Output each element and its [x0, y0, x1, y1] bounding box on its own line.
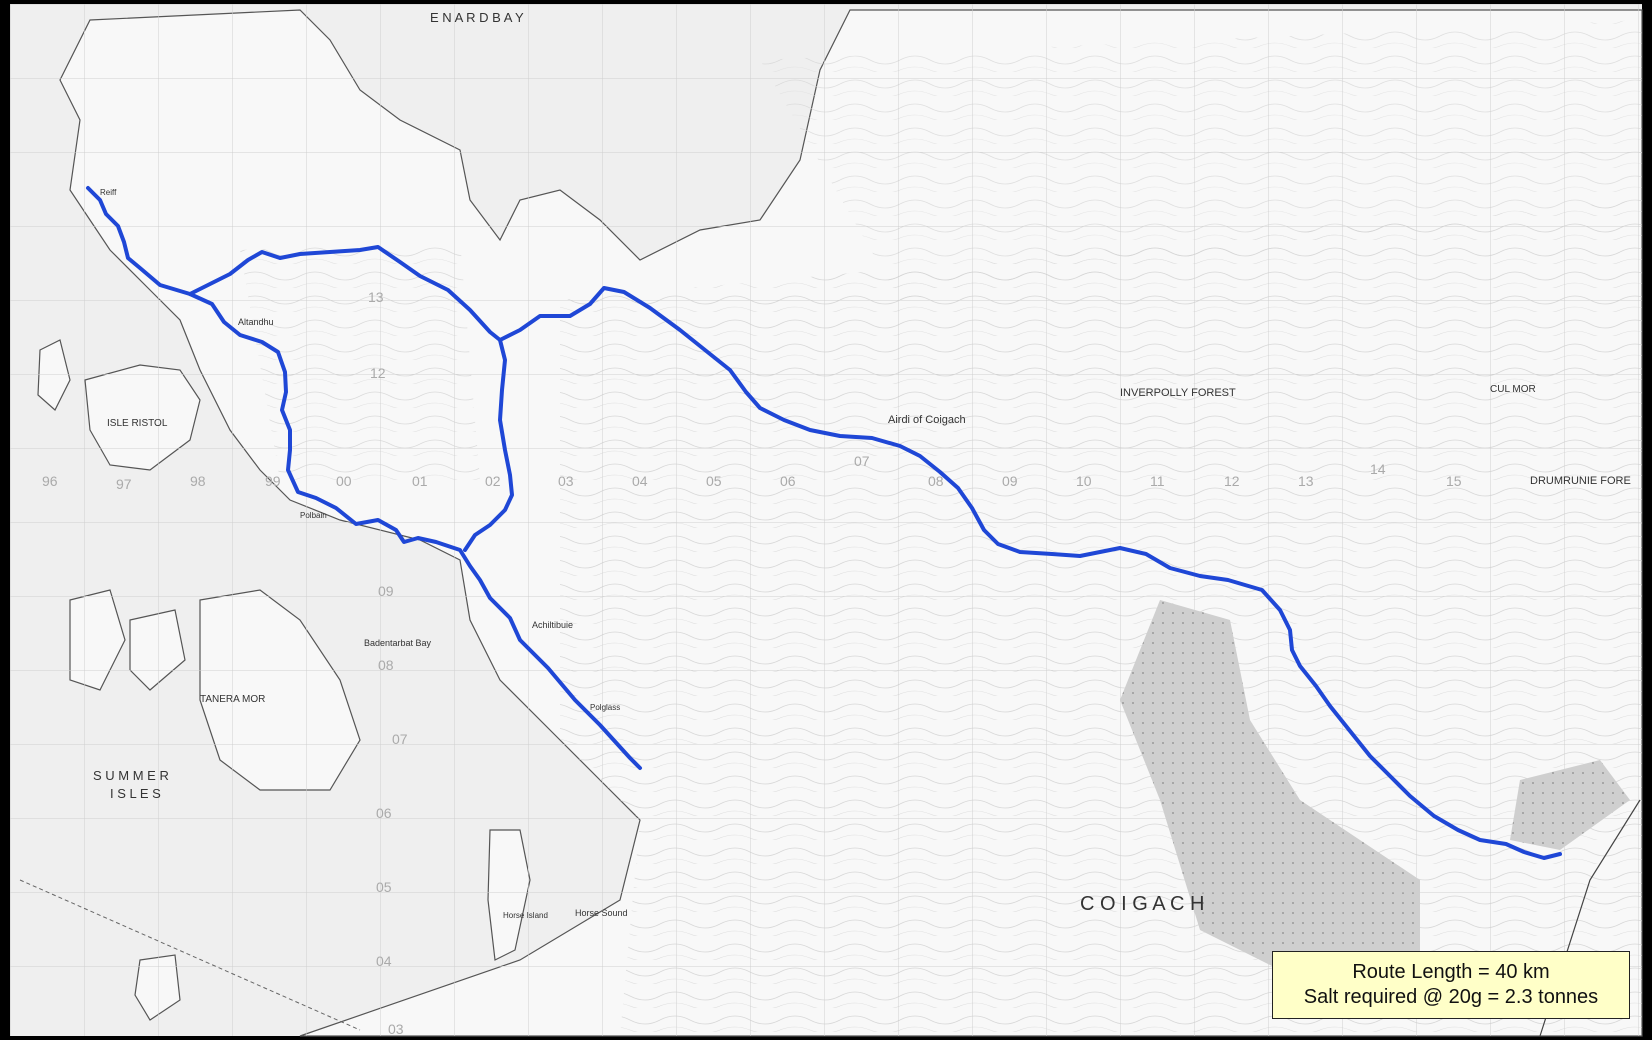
grid-col-06: 06 — [780, 473, 796, 489]
grid-row-04: 04 — [376, 953, 392, 969]
label-airdi-of-coigach: Airdi of Coigach — [888, 414, 966, 426]
label-drumrunie-forest: DRUMRUNIE FORE — [1530, 475, 1631, 487]
salt-required-text: Salt required @ 20g = 2.3 tonnes — [1303, 986, 1599, 1008]
grid-row-05: 05 — [376, 879, 392, 895]
grid-row-06: 06 — [376, 805, 392, 821]
grid-col-11: 11 — [1150, 473, 1165, 489]
route-length-text: Route Length = 40 km — [1352, 961, 1550, 983]
grid-col-99: 99 — [265, 473, 281, 489]
grid-row-13: 13 — [368, 289, 384, 305]
grid-col-00: 00 — [336, 473, 352, 489]
place-labels: E N A R D B A Y ISLE RISTOL S U M M E R … — [93, 10, 1631, 920]
label-altandhu: Altandhu — [238, 317, 274, 327]
label-reiff: Reiff — [100, 188, 117, 197]
grid-col-01: 01 — [412, 473, 428, 489]
label-inverpolly-forest: INVERPOLLY FOREST — [1120, 387, 1236, 399]
grid-col-15: 15 — [1446, 473, 1462, 489]
grid-col-12: 12 — [1224, 473, 1240, 489]
grid-col-10: 10 — [1076, 473, 1092, 489]
grid-col-08: 08 — [928, 473, 944, 489]
grid-col-13: 13 — [1298, 473, 1314, 489]
grid-col-98: 98 — [190, 473, 206, 489]
grid-row-12: 12 — [370, 365, 386, 381]
grid-col-04: 04 — [632, 473, 648, 489]
label-coigach: C O I G A C H — [1080, 893, 1204, 915]
grid-col-09: 09 — [1002, 473, 1018, 489]
label-horse-sound: Horse Sound — [575, 908, 628, 918]
grid-col-14: 14 — [1370, 461, 1386, 477]
label-polglass: Polglass — [590, 703, 620, 712]
grid-col-96: 96 — [42, 473, 58, 489]
label-summer-isles-2: I S L E S — [110, 786, 161, 801]
gritting-route[interactable] — [86, 186, 1562, 860]
label-cul-mor: CUL MOR — [1490, 384, 1536, 395]
label-summer-isles-1: S U M M E R — [93, 768, 169, 783]
grid-col-05: 05 — [706, 473, 722, 489]
label-horse-island: Horse Island — [503, 911, 548, 920]
grid-row-08: 08 — [378, 657, 394, 673]
grid-col-02: 02 — [485, 473, 501, 489]
grid-reference-numbers: 13 12 96 97 98 99 00 01 02 03 04 05 06 0… — [42, 289, 1462, 1037]
route-info-box: Route Length = 40 km Salt required @ 20g… — [1272, 951, 1630, 1019]
grid-col-03: 03 — [558, 473, 574, 489]
grid-col-07: 07 — [854, 453, 870, 469]
label-enard-bay: E N A R D B A Y — [430, 10, 524, 25]
ferry-line — [19, 879, 361, 1031]
label-tanera-mor: TANERA MOR — [200, 694, 265, 705]
route-altandhu-loop[interactable] — [463, 338, 514, 552]
grid-col-97: 97 — [116, 476, 132, 492]
label-badentarbat-bay: Badentarbat Bay — [364, 638, 432, 648]
route-reiff-loop[interactable] — [188, 245, 502, 342]
label-achiltibuie: Achiltibuie — [532, 620, 573, 630]
grid-row-09: 09 — [378, 583, 394, 599]
label-polbain: Polbain — [300, 511, 327, 520]
grid-row-07: 07 — [392, 731, 408, 747]
ordnance-grid — [10, 4, 1642, 1036]
grid-row-03: 03 — [388, 1021, 404, 1037]
label-isle-ristol: ISLE RISTOL — [107, 418, 168, 429]
route-main-east[interactable] — [86, 186, 642, 770]
route-coigach[interactable] — [498, 286, 1562, 860]
